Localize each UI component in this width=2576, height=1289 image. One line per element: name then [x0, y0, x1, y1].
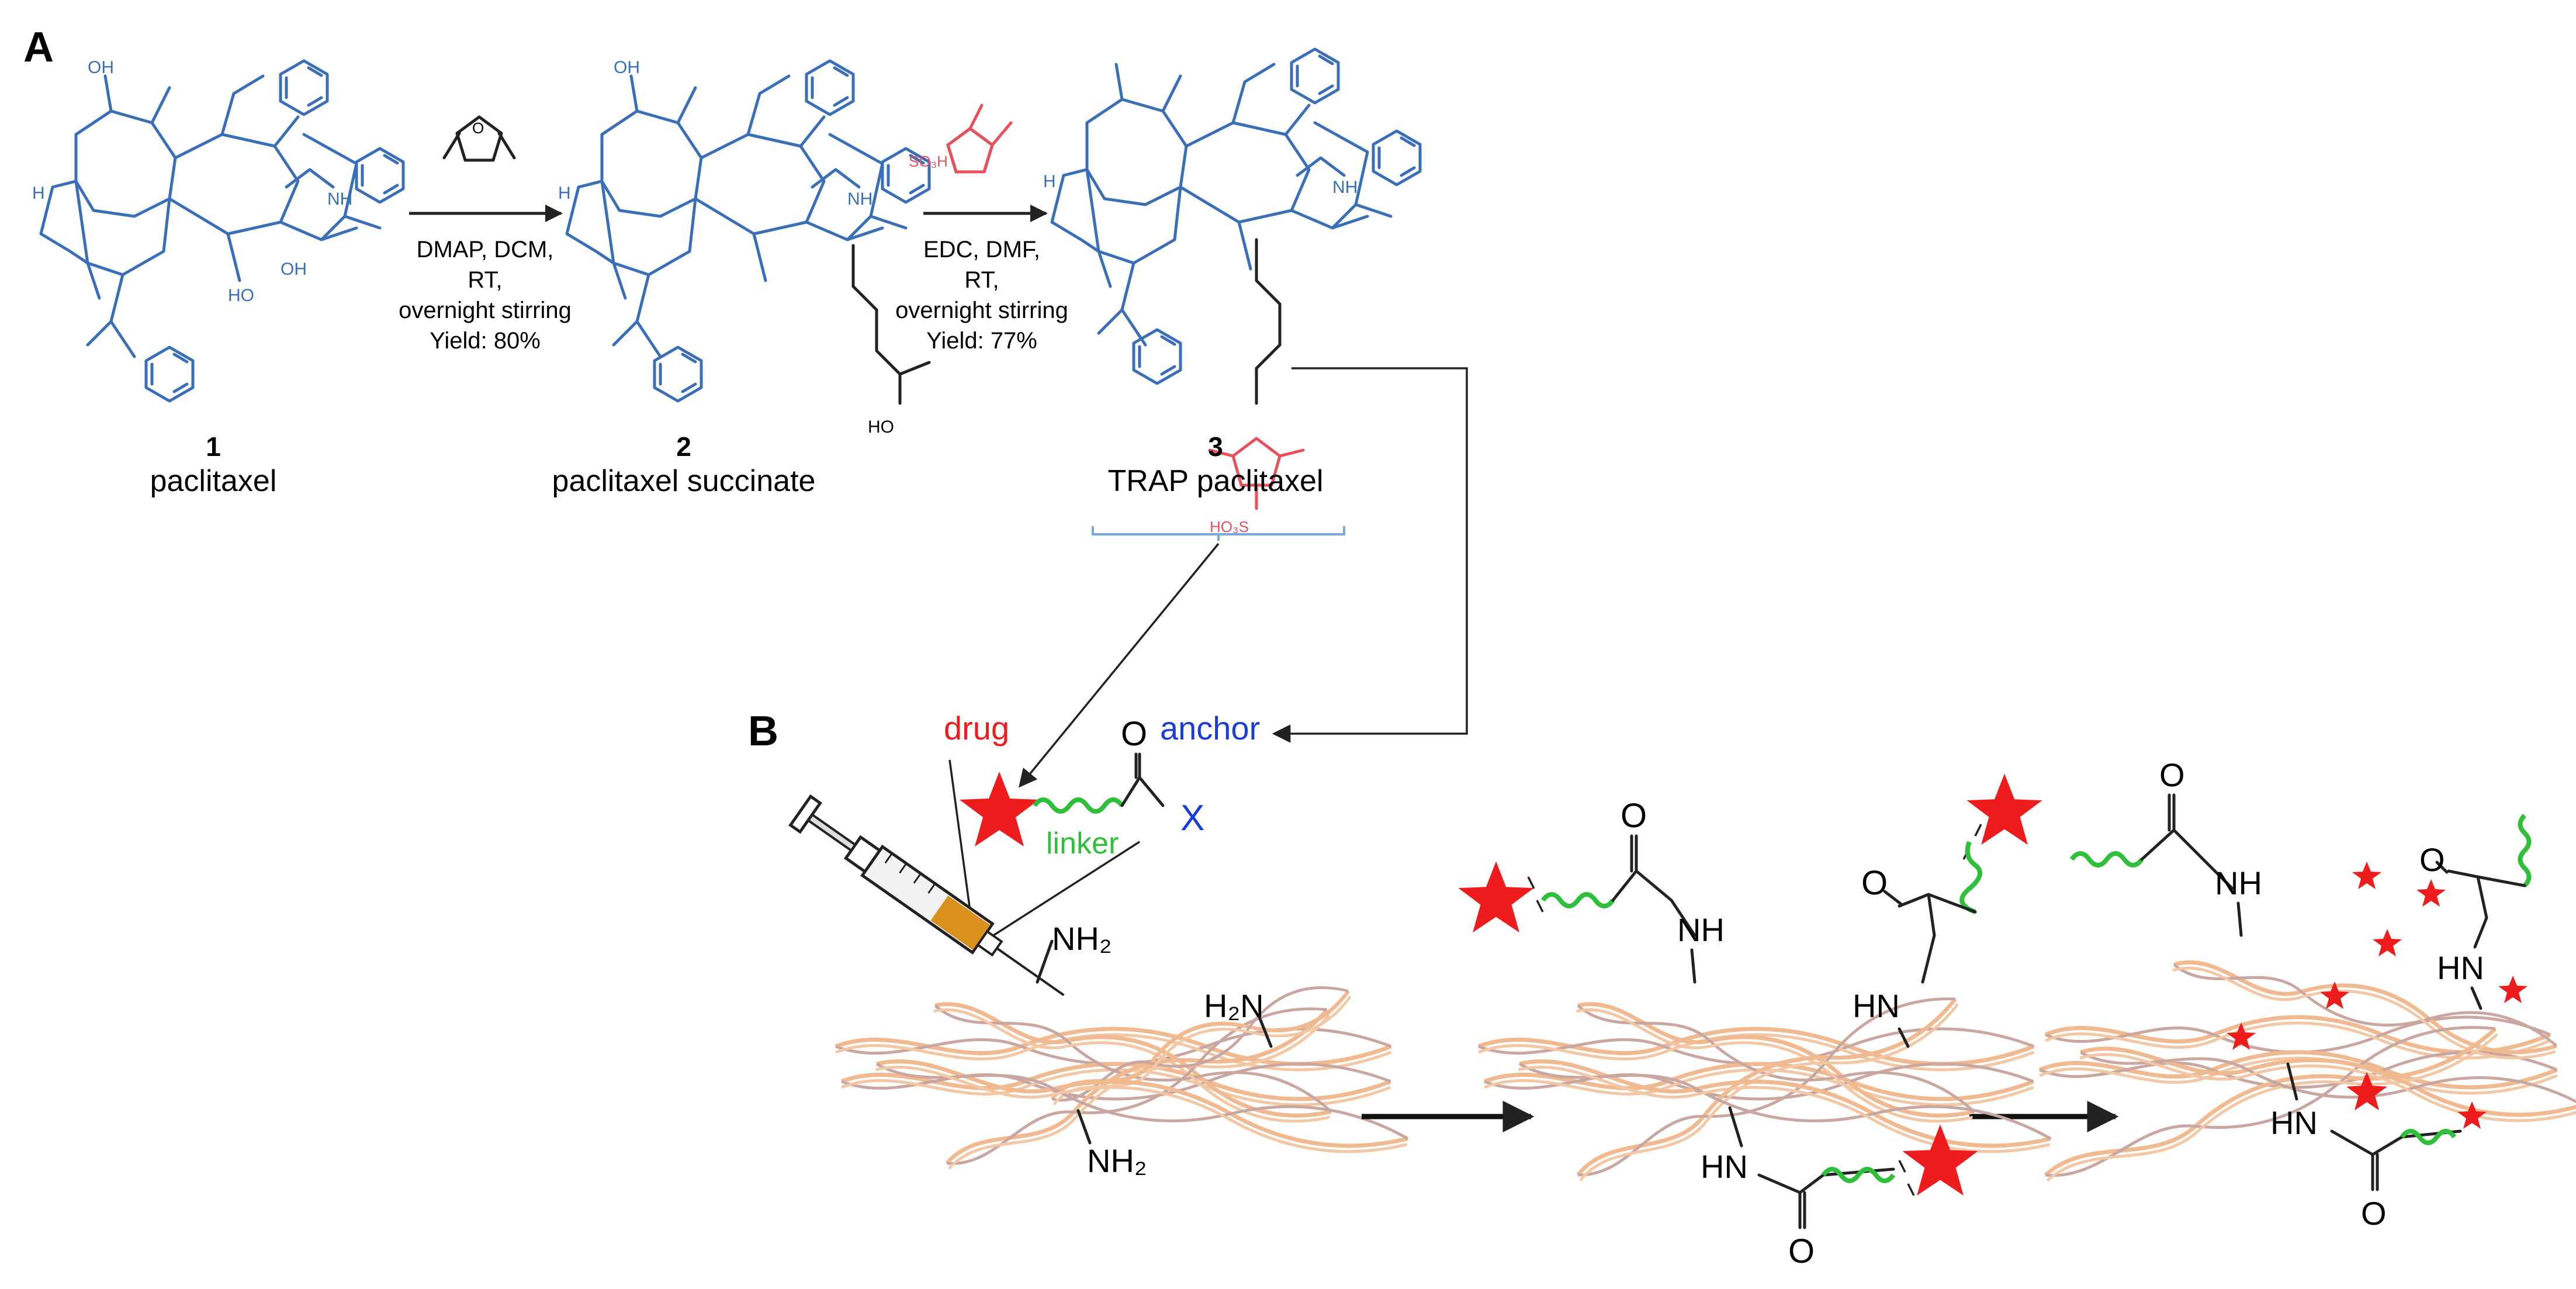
step2-condition: overnight stirring — [895, 298, 1068, 323]
carbonyl-o: O — [1621, 797, 1647, 835]
drug-star-icon — [1966, 773, 2042, 845]
amine-label: H₂N — [1204, 987, 1264, 1024]
carbonyl-o: O — [2361, 1195, 2387, 1232]
atom-label: HO — [228, 286, 254, 305]
conjugates-stage-2: O NH O HN HN O — [1458, 773, 2042, 1270]
reaction-arrow-1: O DMAP, DCM, RT, overnight stirring Yiel… — [399, 117, 572, 354]
amide-label: HN — [1853, 987, 1900, 1024]
panel-label-b: B — [748, 708, 778, 755]
carbonyl-o: O — [2419, 841, 2445, 878]
connector-drug — [1019, 542, 1220, 788]
compound-number: 2 — [676, 431, 691, 462]
compound-name: TRAP paclitaxel — [1108, 464, 1324, 498]
drug-star-icon — [960, 772, 1039, 846]
atom-label: H — [558, 184, 571, 203]
step1-condition: Yield: 80% — [430, 328, 541, 354]
amide-label: HN — [2437, 949, 2484, 986]
bracket — [1092, 526, 1345, 541]
amide-label: HN — [2270, 1104, 2318, 1141]
amine-groups-1: NH₂ H₂N NH₂ — [1036, 920, 1273, 1179]
step1-condition: DMAP, DCM, — [417, 237, 554, 262]
compound-name: paclitaxel succinate — [552, 464, 816, 498]
conjugates-stage-3: O NH O HN HN O — [2069, 756, 2532, 1232]
molecule-paclitaxel-succinate: HO NH OH H — [558, 58, 931, 437]
molecule-paclitaxel: H OH OH NH HO — [32, 58, 403, 401]
released-drug-icon — [2416, 879, 2446, 907]
collagen-fibers-3 — [2040, 948, 2576, 1197]
atom-label: H — [32, 184, 45, 203]
connector-anchor — [1272, 367, 1468, 743]
compound-number: 3 — [1208, 431, 1223, 462]
drug-star-icon — [1902, 1124, 1978, 1196]
compound-labels: 1 paclitaxel 2 paclitaxel succinate 3 TR… — [150, 431, 1324, 498]
syringe-icon — [788, 794, 1065, 997]
compound-number: 1 — [206, 431, 221, 462]
panel-label-a: A — [23, 24, 54, 71]
step1-condition: overnight stirring — [399, 298, 572, 323]
atom-label: O — [472, 119, 484, 137]
released-drug-icon — [2352, 862, 2381, 889]
amide-label: HN — [1701, 1148, 1748, 1185]
linker-label: linker — [1046, 827, 1119, 861]
step2-condition: Yield: 77% — [926, 328, 1037, 354]
step2-condition: RT, — [964, 267, 999, 293]
atom-label: OH — [614, 58, 640, 77]
atom-label: SO₃H — [909, 153, 948, 170]
drug-star-icon — [1458, 861, 1534, 933]
compound-name: paclitaxel — [150, 464, 277, 498]
atom-label: OH — [281, 260, 307, 279]
molecule-trap-paclitaxel: HO₃S NH H — [1043, 49, 1420, 535]
collagen-fibers-2 — [1479, 983, 2053, 1197]
carbonyl-o: O — [1788, 1232, 1815, 1270]
step2-condition: EDC, DMF, — [923, 237, 1040, 262]
amine-label: NH₂ — [1052, 920, 1112, 957]
released-drug-icon — [2498, 976, 2527, 1003]
atom-label: NH — [847, 189, 872, 209]
atom-label: HO₃S — [1210, 518, 1249, 535]
atom-label: NH — [1332, 178, 1358, 197]
released-drug-icon — [2373, 929, 2402, 956]
drug-linker-construct: O X drug anchor linker — [944, 710, 1260, 936]
atom-label: NH — [327, 189, 352, 209]
atom-label: HO — [868, 417, 894, 437]
carbonyl-o: O — [2159, 756, 2185, 793]
atom-label: OH — [88, 58, 114, 77]
amine-label: NH₂ — [1087, 1142, 1147, 1179]
amide-label: NH — [1677, 911, 1725, 948]
drug-label: drug — [944, 710, 1009, 747]
carbonyl-o: O — [1861, 864, 1888, 902]
reaction-arrow-2: SO₃H EDC, DMF, RT, overnight stirring Yi… — [895, 103, 1068, 354]
carbonyl-o: O — [1121, 715, 1147, 753]
anchor-label: anchor — [1160, 710, 1260, 747]
atom-label: H — [1043, 172, 1056, 191]
anchor-x: X — [1180, 798, 1204, 838]
step1-condition: RT, — [468, 267, 502, 293]
amide-label: NH — [2215, 865, 2262, 901]
